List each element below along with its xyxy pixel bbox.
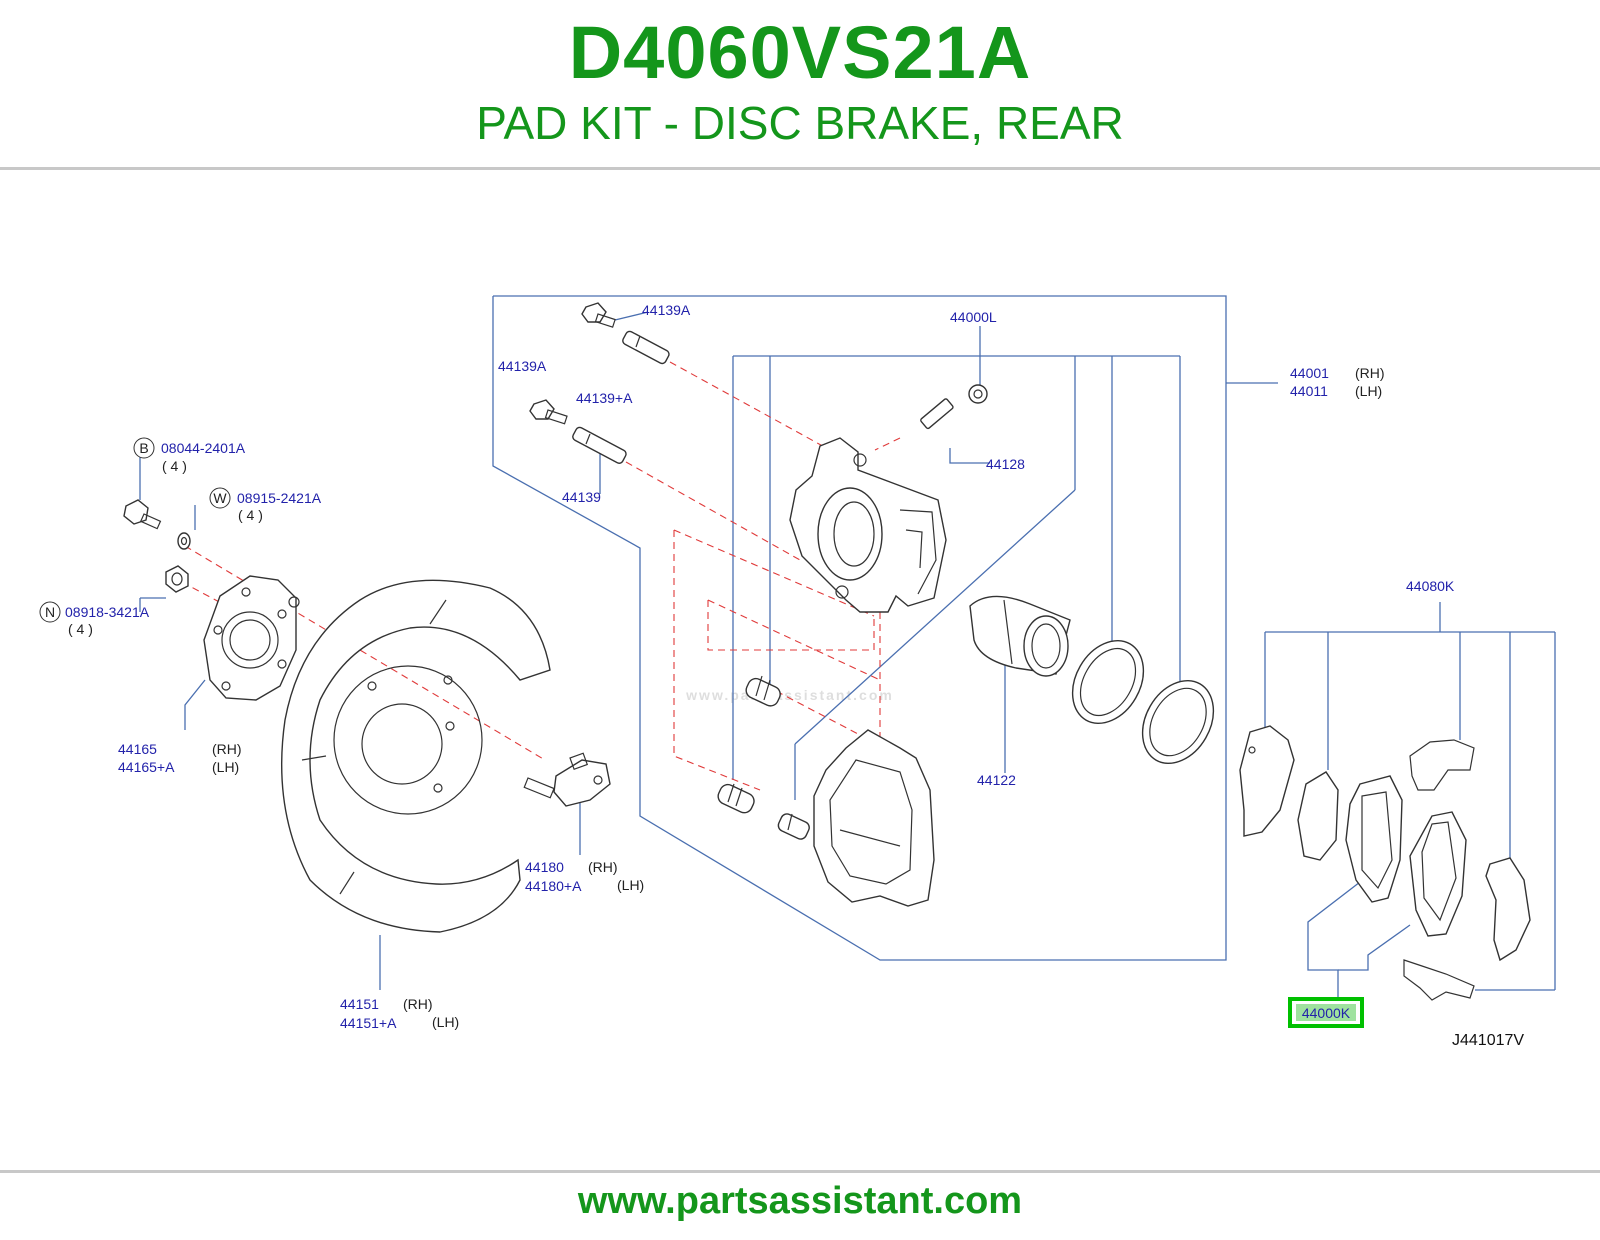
guide-bolt-44139A-top (581, 302, 616, 328)
guide-pin-44139 (572, 426, 627, 464)
callout-44151A-side: (LH) (432, 1014, 459, 1030)
outer-shim (1239, 725, 1295, 837)
callout-08915-qty: ( 4 ) (238, 507, 263, 523)
callout-44011: 44011 (1290, 383, 1328, 399)
header-divider (0, 167, 1600, 170)
mounting-bolt-08044 (123, 499, 162, 530)
nut-08918 (165, 565, 189, 593)
callout-44165A-side: (LH) (212, 759, 239, 775)
callout-44180A-side: (LH) (617, 877, 644, 893)
brake-pad-outer (1345, 775, 1403, 903)
pin-boot-lower-left (717, 783, 755, 814)
marker-N: N (39, 601, 61, 623)
callout-44139A-top: 44139A (642, 302, 691, 318)
bleeder-screw-44128 (920, 384, 988, 430)
callout-44001-side: (RH) (1355, 365, 1385, 381)
callout-44165A: 44165+A (118, 759, 175, 775)
callout-44151A: 44151+A (340, 1015, 397, 1031)
callout-44139A-left: 44139A (498, 358, 547, 374)
piston-44122 (969, 595, 1071, 677)
callout-44165: 44165 (118, 741, 157, 757)
diagram-code: J441017V (1452, 1032, 1524, 1049)
callout-44180: 44180 (525, 859, 564, 875)
callout-44180A: 44180+A (525, 878, 582, 894)
pad-clip-upper (1409, 739, 1475, 791)
svg-text:N: N (45, 604, 55, 620)
callout-08044-2401A: 08044-2401A (161, 440, 246, 456)
caliper-support-bracket (813, 729, 935, 907)
pad-kit-44080K-bracket (1264, 602, 1556, 1000)
part-number-title: D4060VS21A (568, 11, 1032, 94)
caliper-body-44001 (789, 437, 947, 613)
highlighted-part-44000K[interactable]: 44000K (1288, 997, 1364, 1028)
parking-brake-lever-44180 (523, 752, 611, 807)
callout-44151-side: (RH) (403, 996, 433, 1012)
callout-44151: 44151 (340, 996, 379, 1012)
callout-44122: 44122 (977, 772, 1016, 788)
pin-boot-upper (745, 675, 781, 707)
callout-44165-side: (RH) (212, 741, 242, 757)
splash-guard-44151 (281, 579, 551, 933)
callout-44000L: 44000L (950, 309, 997, 325)
piston-seal-ring (1071, 639, 1145, 725)
pad-shim-right (1485, 857, 1531, 962)
footer-website-link[interactable]: www.partsassistant.com (577, 1180, 1023, 1222)
callout-08918-3421A: 08918-3421A (65, 604, 150, 620)
footer-divider (0, 1170, 1600, 1173)
callout-44011-side: (LH) (1355, 383, 1382, 399)
washer-08915 (177, 532, 191, 550)
dust-boot-ring (1141, 679, 1215, 765)
callout-44080K: 44080K (1406, 578, 1455, 594)
callout-08918-qty: ( 4 ) (68, 621, 93, 637)
brake-pad-inner (1409, 811, 1467, 937)
svg-text:B: B (139, 440, 148, 456)
svg-text:W: W (213, 490, 227, 506)
guide-bolt-44139A-left (529, 399, 568, 425)
callout-44128: 44128 (986, 456, 1025, 472)
watermark-text: www.partsassistant.com (685, 687, 894, 703)
marker-W: W (209, 487, 231, 509)
part-name-subtitle: PAD KIT - DISC BRAKE, REAR (476, 97, 1124, 149)
marker-B: B (133, 437, 155, 459)
anti-squeal-shim (1297, 771, 1339, 861)
pad-clip-lower (1403, 959, 1475, 1001)
callout-44180-side: (RH) (588, 859, 618, 875)
seal-kit-44000L-bracket (732, 326, 1181, 800)
callout-44139: 44139 (562, 489, 601, 505)
caliper-assembly-outline (492, 295, 1278, 961)
callout-44001: 44001 (1290, 365, 1329, 381)
callout-08915-2421A: 08915-2421A (237, 490, 322, 506)
pin-boot-lower-right (777, 813, 810, 840)
hub-adapter-44165 (203, 575, 300, 701)
callout-44139plusA: 44139+A (576, 390, 633, 406)
callout-08044-qty: ( 4 ) (162, 458, 187, 474)
callout-44000K: 44000K (1302, 1005, 1351, 1021)
guide-pin-44139plusA (622, 330, 670, 365)
